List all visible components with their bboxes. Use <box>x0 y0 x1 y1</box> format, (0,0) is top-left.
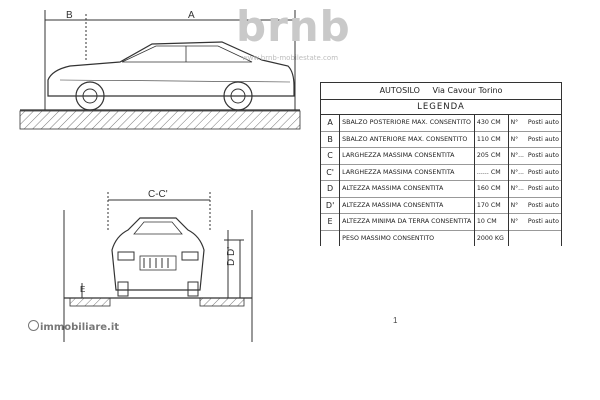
row-unit: CM <box>486 218 497 226</box>
legend-weight-row: PESO MASSIMO CONSENTITO 2000 KG <box>321 230 561 246</box>
legend-row: B SBALZO ANTERIORE MAX. CONSENTITO 110 C… <box>321 131 561 148</box>
legend-row: A SBALZO POSTERIORE MAX. CONSENTITO 430 … <box>321 115 561 131</box>
legend-row: D' ALTEZZA MASSIMA CONSENTITA 170 CM N° … <box>321 197 561 214</box>
row-code-empty <box>321 230 341 246</box>
row-value: 430 <box>476 119 489 127</box>
legend-row: C' LARGHEZZA MASSIMA CONSENTITA ...... C… <box>321 164 561 181</box>
row-value: 205 <box>476 152 489 160</box>
row-code: D <box>321 180 341 197</box>
row-value: 10 <box>476 218 485 226</box>
legend-row: C LARGHEZZA MASSIMA CONSENTITA 205 CM N°… <box>321 147 561 164</box>
immobiliare-text: immobiliare.it <box>40 322 120 333</box>
weight-desc: PESO MASSIMO CONSENTITO <box>339 230 475 246</box>
row-value: ...... <box>476 168 489 176</box>
legend-row: D ALTEZZA MASSIMA CONSENTITA 160 CM N°..… <box>321 180 561 197</box>
row-code: C' <box>321 164 341 181</box>
page-number: 1 <box>393 316 398 325</box>
legend-address: Via Cavour Torino <box>432 86 503 95</box>
dim-label-b: B <box>66 10 73 21</box>
row-posti: Posti auto <box>527 201 559 209</box>
row-unit: CM <box>490 135 501 143</box>
row-unit: CM <box>490 152 501 160</box>
row-value: 110 <box>476 135 489 143</box>
row-posti: Posti auto <box>527 218 559 226</box>
row-unit: CM <box>490 201 501 209</box>
weight-unit: KG <box>494 234 504 242</box>
dim-label-cc: C-C' <box>148 189 168 200</box>
row-unit: CM <box>490 119 501 127</box>
row-num: N° <box>510 135 519 143</box>
row-num: N° <box>510 201 519 209</box>
row-desc: SBALZO ANTERIORE MAX. CONSENTITO <box>339 131 475 148</box>
ground-hatch-top <box>19 110 301 130</box>
dim-label-a: A <box>188 10 195 21</box>
row-desc: ALTEZZA MASSIMA CONSENTITA <box>339 197 475 214</box>
row-unit: CM <box>490 185 501 193</box>
row-posti: Posti auto <box>527 135 559 143</box>
row-unit: CM <box>490 168 501 176</box>
legend-table: AUTOSILO Via Cavour Torino LEGENDA A SBA… <box>320 82 562 246</box>
row-num: N°... <box>510 185 524 193</box>
row-code: A <box>321 115 341 131</box>
row-code: C <box>321 147 341 164</box>
row-posti: Posti auto <box>527 168 559 176</box>
dim-label-e: E <box>80 285 85 294</box>
brnb-url: www.brnb-mobilestate.com <box>242 54 339 62</box>
legend-row: E ALTEZZA MINIMA DA TERRA CONSENTITA 10 … <box>321 213 561 230</box>
row-desc: ALTEZZA MASSIMA CONSENTITA <box>339 180 475 197</box>
row-desc: ALTEZZA MINIMA DA TERRA CONSENTITA <box>339 213 475 230</box>
side-view <box>20 10 300 111</box>
row-num: N° <box>510 218 519 226</box>
legend-heading: LEGENDA <box>321 100 561 115</box>
row-code: B <box>321 131 341 148</box>
front-ramp-right <box>199 297 245 307</box>
front-ramp-left <box>69 297 111 307</box>
row-posti: Posti auto <box>527 119 559 127</box>
dim-label-dd: D D' <box>226 247 237 266</box>
row-code: E <box>321 213 341 230</box>
row-num: N°... <box>510 152 524 160</box>
brnb-logo: brnb <box>236 2 351 51</box>
row-desc: LARGHEZZA MASSIMA CONSENTITA <box>339 164 475 181</box>
legend-title: AUTOSILO Via Cavour Torino <box>321 83 561 100</box>
row-code: D' <box>321 197 341 214</box>
legend-rows: A SBALZO POSTERIORE MAX. CONSENTITO 430 … <box>321 115 561 246</box>
row-desc: SBALZO POSTERIORE MAX. CONSENTITO <box>339 115 475 131</box>
row-value: 160 <box>476 185 489 193</box>
row-desc: LARGHEZZA MASSIMA CONSENTITA <box>339 147 475 164</box>
weight-value: 2000 <box>476 234 493 242</box>
row-posti: Posti auto <box>527 185 559 193</box>
row-num: N°... <box>510 168 524 176</box>
legend-location: AUTOSILO <box>379 86 420 95</box>
row-num: N° <box>510 119 519 127</box>
immobiliare-mark-icon <box>28 320 39 331</box>
row-posti: Posti auto <box>527 152 559 160</box>
row-value: 170 <box>476 201 489 209</box>
immobiliare-logo: immobiliare.it <box>28 320 119 333</box>
